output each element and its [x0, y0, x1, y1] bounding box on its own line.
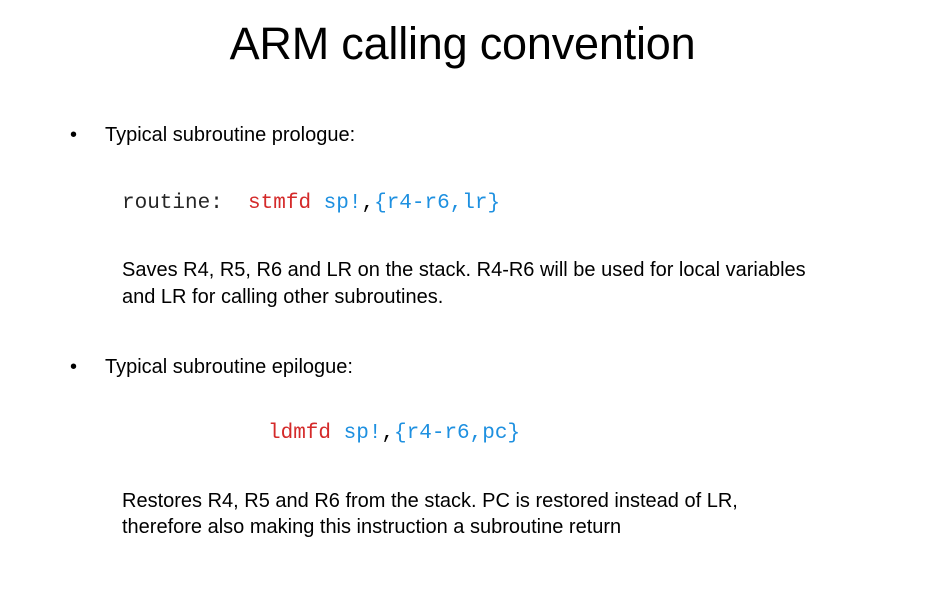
code-label-routine: routine: — [122, 192, 223, 215]
bullet-item-epilogue: • Typical subroutine epilogue: — [0, 354, 925, 380]
code-line-prologue: routine: stmfd sp!,{r4-r6,lr} — [0, 190, 925, 217]
epilogue-block: • Typical subroutine epilogue: ldmfd sp!… — [0, 354, 925, 540]
code-line-epilogue: ldmfd sp!,{r4-r6,pc} — [0, 420, 925, 447]
code-separator-comma: , — [381, 422, 395, 446]
spacer — [0, 380, 925, 420]
code-operand-stack-pointer: sp! — [323, 192, 362, 215]
code-separator-comma: , — [361, 192, 375, 215]
spacer — [0, 148, 925, 190]
code-gap — [331, 422, 344, 445]
paragraph-prologue-description: Saves R4, R5, R6 and LR on the stack. R4… — [122, 259, 806, 308]
bullet-marker-icon: • — [70, 356, 78, 379]
bullet-item-prologue: • Typical subroutine prologue: — [0, 122, 925, 148]
bullet-marker-icon: • — [70, 124, 78, 146]
slide-body: • Typical subroutine prologue: routine: … — [0, 122, 925, 541]
code-operand-register-list: {r4-r6,pc} — [394, 422, 521, 446]
page-title: ARM calling convention — [229, 18, 696, 69]
code-operand-stack-pointer: sp! — [343, 422, 382, 446]
code-gap — [311, 192, 324, 215]
bullet-label-prologue: Typical subroutine prologue: — [105, 124, 356, 146]
spacer — [0, 310, 925, 354]
prologue-block: • Typical subroutine prologue: routine: … — [0, 122, 925, 310]
paragraph-epilogue-description: Restores R4, R5 and R6 from the stack. P… — [122, 489, 738, 539]
code-mnemonic-ldmfd: ldmfd — [268, 422, 332, 446]
spacer — [0, 217, 925, 257]
code-mnemonic-stmfd: stmfd — [248, 192, 312, 215]
spacer — [0, 448, 925, 488]
code-gap — [223, 192, 248, 215]
code-operand-register-list: {r4-r6,lr} — [374, 192, 501, 215]
bullet-label-epilogue: Typical subroutine epilogue: — [105, 356, 353, 379]
